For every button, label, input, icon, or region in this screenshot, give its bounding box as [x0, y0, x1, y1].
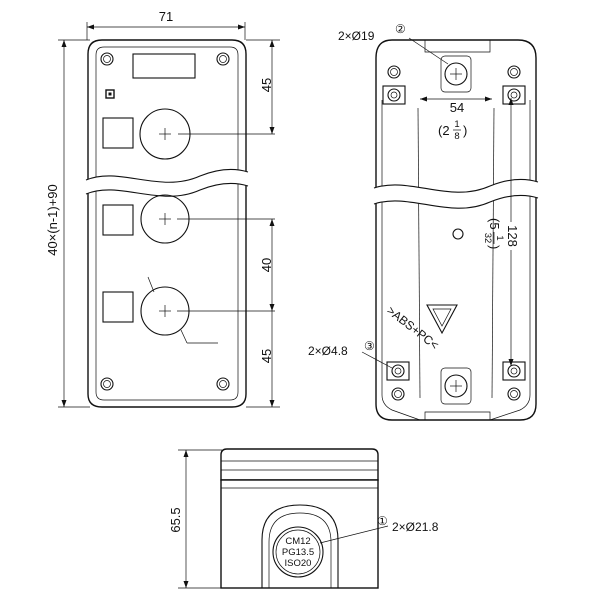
mount-boss-bottom-left: [386, 361, 410, 381]
leader-stub: [147, 276, 155, 293]
front-body-outline: [87, 39, 247, 408]
label-plate: [132, 53, 196, 79]
mount-hole-top: [444, 62, 468, 86]
length-frac-num: 1: [494, 235, 505, 240]
label-bg: [504, 222, 520, 250]
marker-1: ①: [377, 514, 388, 528]
gland-line-2: PG13.5: [282, 547, 314, 558]
leader-stub: [180, 329, 188, 344]
bottom-notch: [424, 411, 491, 420]
arrow-head: [269, 304, 275, 311]
length-frac-den: 32: [482, 233, 493, 244]
arrow-head: [508, 98, 514, 105]
legend-square-2: [102, 204, 134, 236]
side-base: [220, 479, 379, 589]
arrow-head: [238, 24, 245, 30]
screw-top-right: [216, 52, 230, 66]
back-rib-left: [417, 107, 421, 399]
pitch-label: 40: [259, 258, 274, 272]
mount-boss-top-right: [502, 85, 526, 105]
side-height-label: 65.5: [168, 507, 183, 532]
knockout-arch-inner: [268, 512, 332, 588]
spacing-frac-close: ): [463, 123, 467, 138]
corner-hole-top-left: [387, 65, 401, 79]
leader-19: [408, 37, 449, 65]
hole-recess-bottom: [440, 367, 472, 405]
top-offset-label: 45: [259, 78, 274, 92]
gland-line-1: CM12: [285, 536, 310, 547]
length-frac-whole: (5: [487, 218, 502, 230]
cable-gland-inner: [275, 529, 321, 575]
screw-top-left: [100, 52, 114, 66]
arrow-head: [508, 359, 514, 366]
hole-recess-top: [440, 55, 472, 93]
break-gap: [86, 169, 248, 197]
corner-hole-bottom-left: [391, 387, 405, 401]
length-dim-label: 128: [505, 225, 520, 247]
break-line-bottom: [85, 182, 249, 197]
arrow-head: [269, 127, 275, 134]
small-marker-dot: [108, 92, 112, 96]
recycle-triangle-icon: [426, 304, 458, 335]
top-notch: [424, 40, 491, 53]
mount-hole-bottom: [444, 374, 468, 398]
arrow-head: [269, 400, 275, 407]
front-view: 71 40×(n-1)+90: [45, 9, 280, 408]
legend-square-1: [102, 117, 134, 149]
center-small-hole: [452, 228, 464, 240]
mount-boss-bottom-right: [502, 361, 526, 381]
spacing-frac-den: 8: [454, 131, 459, 142]
spacing-frac-whole: (2: [438, 123, 450, 138]
marker-2: ②: [395, 22, 406, 36]
legend-square-3: [102, 291, 134, 323]
length-fraction: (5 1 32 ): [482, 218, 505, 249]
hole-label-48: 2×Ø4.8: [308, 344, 348, 358]
marker-3: ③: [364, 339, 375, 353]
arrow-head: [183, 581, 189, 588]
bottom-offset-label: 45: [259, 349, 274, 363]
height-dim-label: 40×(n-1)+90: [45, 184, 60, 256]
arrow-head: [269, 219, 275, 226]
break-line-top: [85, 168, 249, 183]
arrow-head: [485, 96, 492, 102]
cable-gland-hole: [272, 526, 324, 578]
back-rib-right: [491, 107, 495, 399]
arrow-head: [183, 450, 189, 457]
break-gap: [374, 179, 538, 209]
leader-218: [319, 525, 389, 544]
front-body-inner: [95, 46, 239, 401]
break-line-bottom: [373, 194, 539, 209]
back-view: 2×Ø19 ② 54 (2 1 8 ) 128 (5 1 32 ): [308, 22, 539, 421]
arrow-head: [61, 400, 67, 407]
hole-label-218: 2×Ø21.8: [392, 520, 439, 534]
label-bg: [446, 100, 468, 114]
mount-boss-top-left: [382, 85, 406, 105]
arrow-head: [269, 40, 275, 47]
knockout-arch: [261, 504, 339, 588]
back-channel-right: [489, 100, 531, 421]
break-line-top: [373, 178, 539, 193]
arrow-head: [87, 24, 94, 30]
leader-48: [361, 351, 393, 369]
gland-line-3: ISO20: [285, 558, 312, 569]
corner-hole-bottom-right: [507, 387, 521, 401]
side-lid: [220, 448, 379, 481]
side-view: 65.5 CM12 PG13.5 ISO20 ① 2×Ø21.8: [168, 448, 439, 589]
corner-hole-top-right: [507, 65, 521, 79]
screw-bottom-left: [100, 377, 114, 391]
back-channel-left: [381, 100, 421, 421]
width-dim-label: 71: [159, 9, 173, 24]
hole-label-19: 2×Ø19: [338, 29, 375, 43]
arrow-head: [61, 40, 67, 47]
length-frac-close: ): [487, 245, 502, 249]
arrow-head: [420, 96, 427, 102]
spacing-dim-label: 54: [450, 100, 464, 115]
spacing-frac-num: 1: [454, 119, 459, 130]
screw-bottom-right: [216, 377, 230, 391]
